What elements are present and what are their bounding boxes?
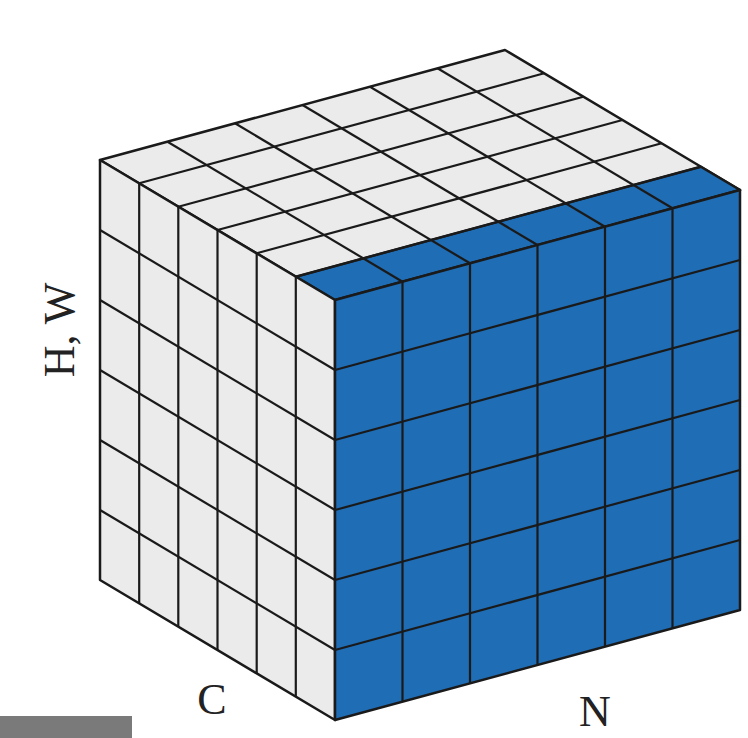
left-face bbox=[100, 160, 335, 720]
axis-label: N bbox=[579, 690, 611, 734]
axis-label: H, W bbox=[38, 283, 82, 378]
grid-lines bbox=[100, 68, 740, 701]
grey-bar bbox=[0, 716, 132, 738]
axis-label: C bbox=[197, 678, 226, 722]
cube-faces bbox=[100, 50, 740, 720]
blue-right-face bbox=[335, 190, 740, 720]
